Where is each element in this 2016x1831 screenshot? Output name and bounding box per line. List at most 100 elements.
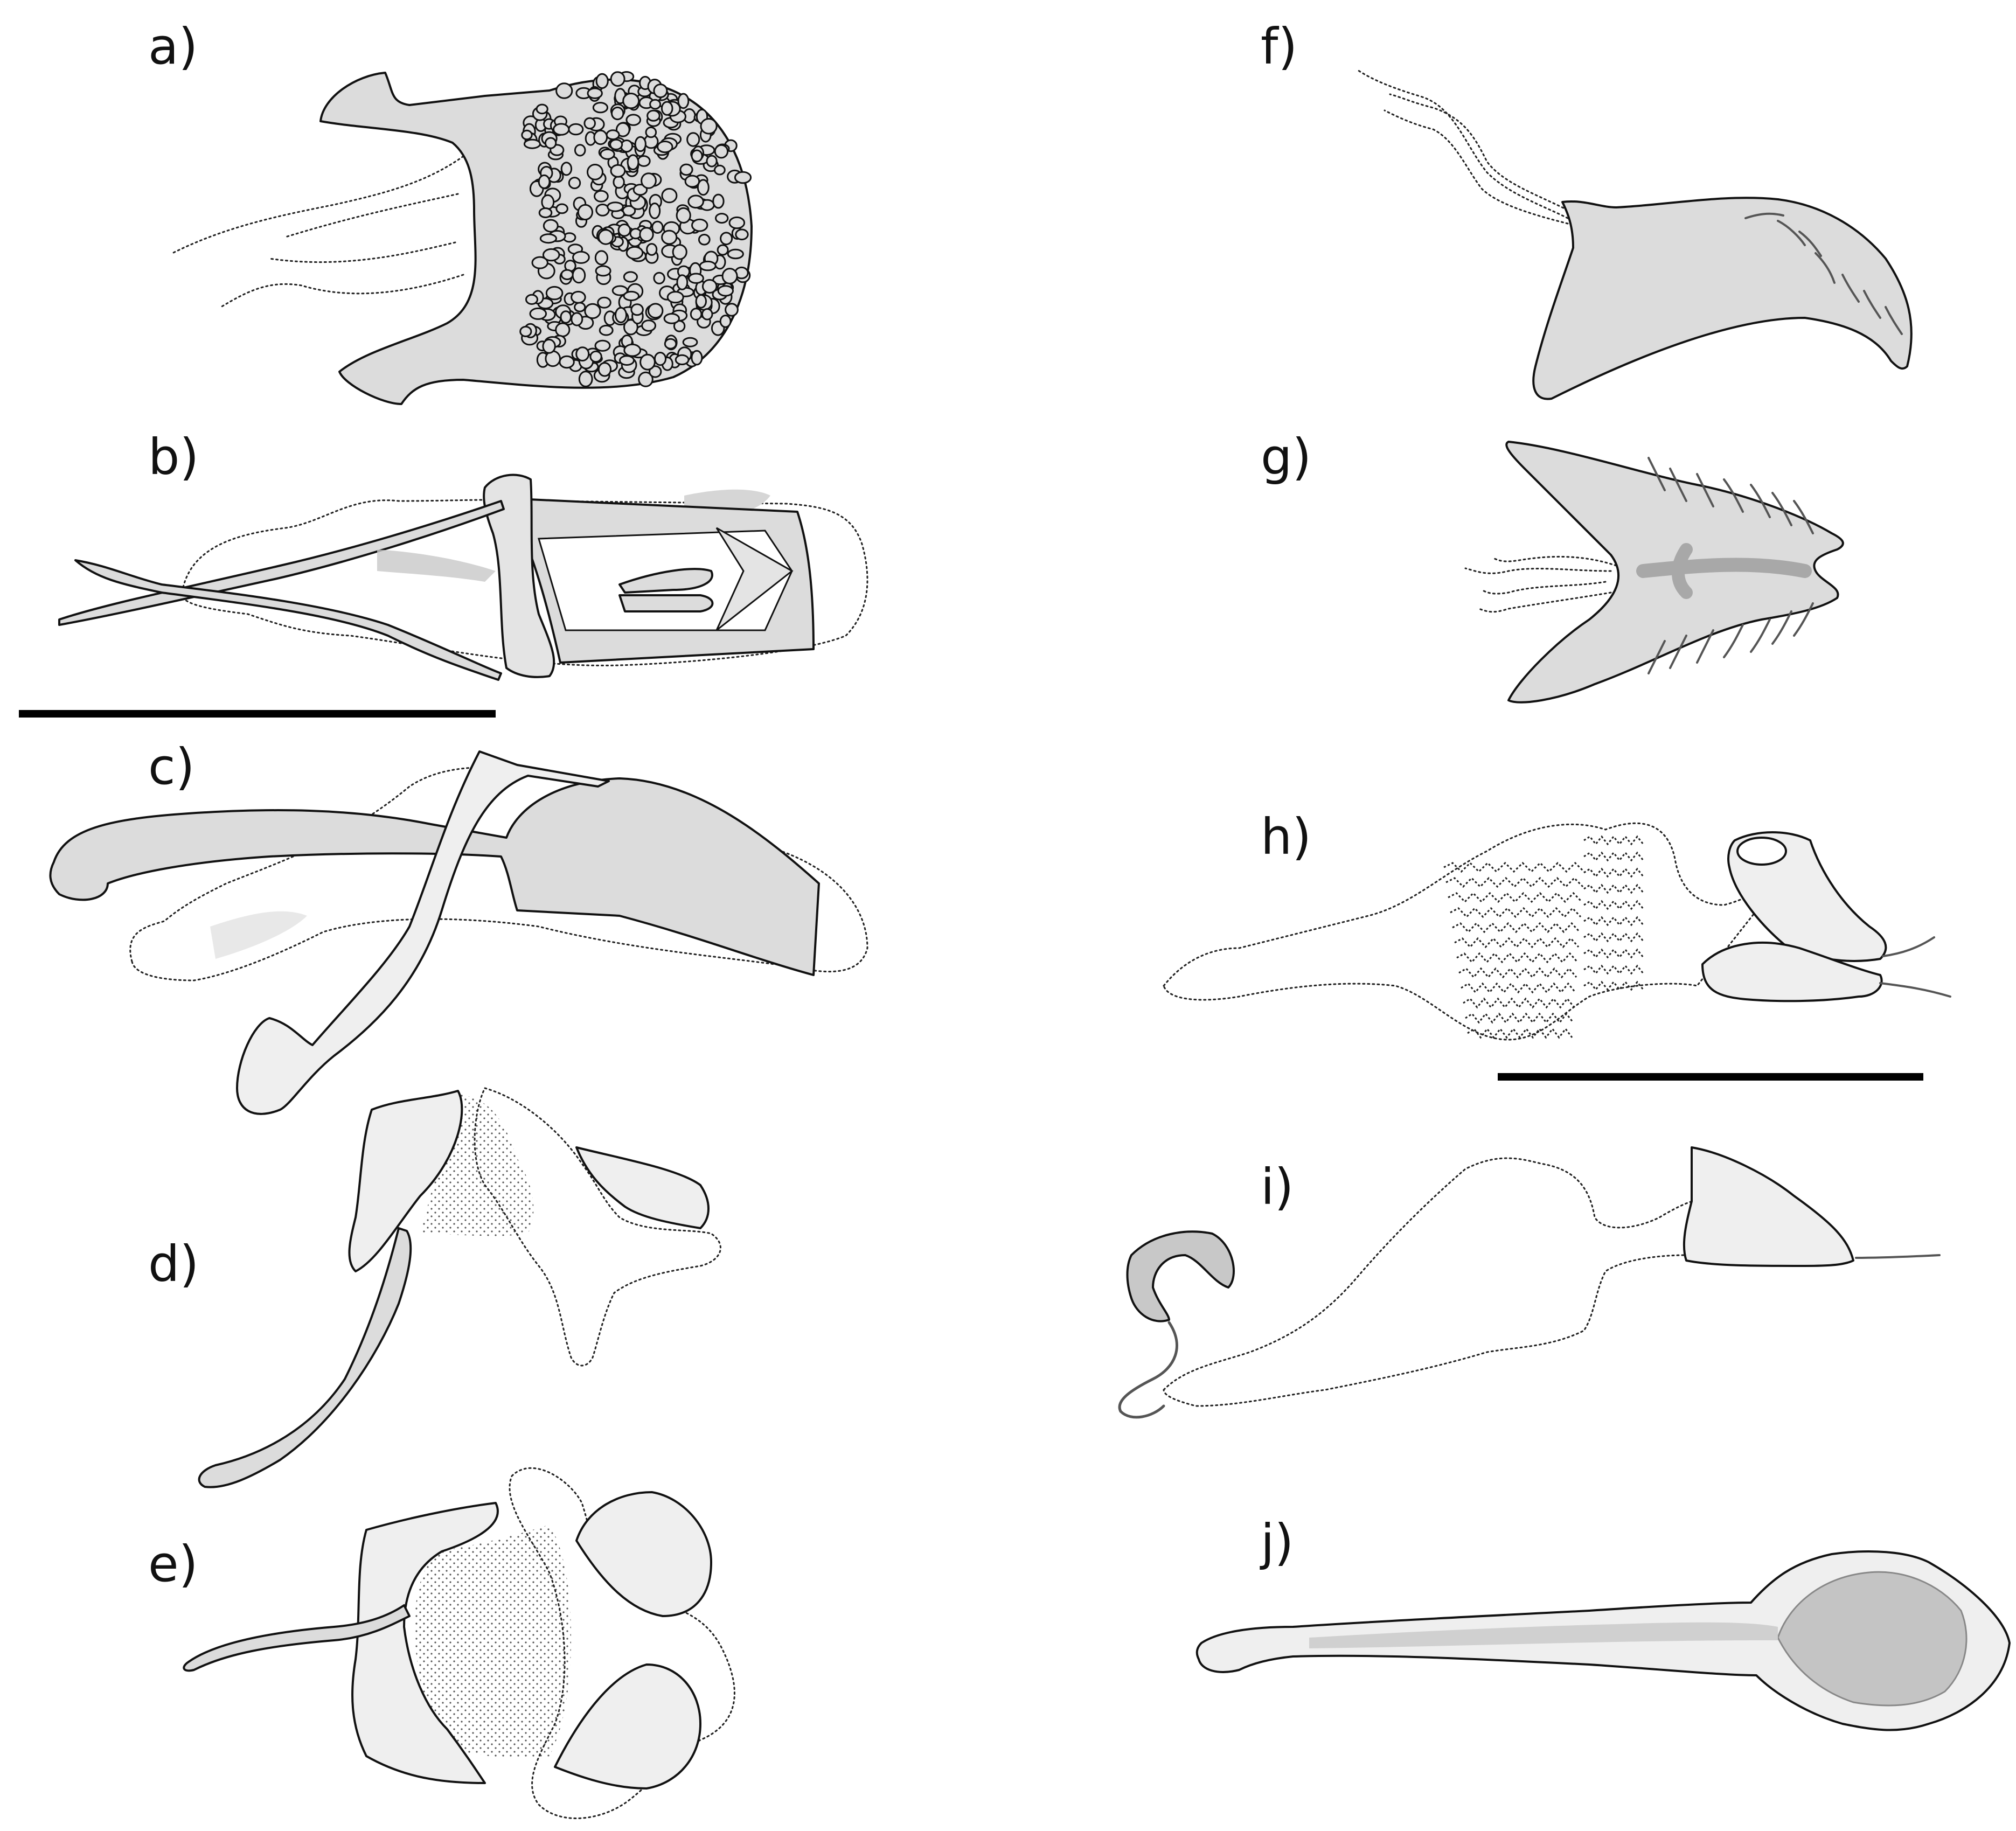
sensillum xyxy=(538,174,551,189)
sensillum xyxy=(698,234,711,246)
sensillum xyxy=(619,355,635,366)
sensillum xyxy=(697,179,710,196)
sensillum xyxy=(594,190,609,203)
sensillum xyxy=(672,244,687,260)
sensillum xyxy=(545,286,564,301)
wrinkle-line xyxy=(1583,964,1644,975)
sensillum xyxy=(639,227,654,242)
sensillum xyxy=(649,365,662,378)
scale-bar-left xyxy=(19,710,496,718)
sensillum xyxy=(663,313,680,324)
panel-h: h) xyxy=(1163,808,1951,1041)
sensillum xyxy=(572,267,586,284)
panel-b: b) xyxy=(58,428,868,681)
sensillum xyxy=(649,99,662,110)
sensillum xyxy=(606,129,620,141)
sensillum xyxy=(657,141,673,154)
panel-label-g: g) xyxy=(1261,428,1311,486)
median-ridge-g xyxy=(1636,558,1812,578)
panel-g: g) xyxy=(1261,428,1844,704)
panel-label-d: d) xyxy=(148,1235,199,1293)
sensillum xyxy=(653,271,665,284)
sensillum xyxy=(519,325,532,337)
sensillum xyxy=(632,184,648,196)
sensillum xyxy=(575,346,590,361)
sensillum xyxy=(525,294,538,305)
sensillum xyxy=(690,308,703,321)
wrinkle-line xyxy=(1583,900,1644,910)
sensillum xyxy=(574,302,586,312)
sensillum xyxy=(651,220,664,234)
sensillum xyxy=(686,132,700,147)
capsule-h-opening xyxy=(1736,837,1787,866)
sensillum xyxy=(735,228,749,241)
sensillum xyxy=(664,338,677,350)
sensillum xyxy=(555,322,571,337)
sensillum xyxy=(677,93,690,109)
sensillum xyxy=(555,82,573,99)
sensillum xyxy=(529,307,547,320)
sensillum xyxy=(620,140,634,153)
sclerite-rod-c xyxy=(236,750,610,1115)
sensillum xyxy=(610,71,625,87)
apodeme-b-lower xyxy=(618,594,714,612)
sensillum xyxy=(568,123,584,136)
sensillum xyxy=(592,102,609,114)
sensillum xyxy=(646,243,658,256)
scale-bar-right xyxy=(1498,1073,1923,1081)
sensillum xyxy=(589,350,602,363)
hook-sclerite-i xyxy=(1126,1230,1235,1322)
sensillum xyxy=(720,232,733,246)
sensillum xyxy=(625,246,644,260)
panel-label-c: c) xyxy=(148,738,194,796)
panel-label-b: b) xyxy=(148,428,199,486)
sensillum xyxy=(712,193,725,209)
sensillum xyxy=(523,138,541,149)
sensillum xyxy=(623,271,638,283)
panel-f: f) xyxy=(1261,18,1913,400)
sensillum xyxy=(543,219,559,233)
sensillum xyxy=(593,129,608,145)
wrinkle-line xyxy=(1445,876,1584,888)
panel-c: c) xyxy=(49,738,868,1115)
membrane-outline-i xyxy=(1163,1157,1720,1407)
sensillum xyxy=(559,355,575,369)
sensillum xyxy=(577,204,594,221)
sensillum xyxy=(675,354,690,366)
sensillum xyxy=(688,273,704,284)
sensillum xyxy=(610,164,626,178)
wrinkle-line xyxy=(1583,916,1644,927)
sensillum xyxy=(572,250,590,264)
sensillum xyxy=(611,106,624,121)
sensillum xyxy=(568,177,581,190)
membrane-outline-h xyxy=(1163,822,1781,1041)
wrinkle-line xyxy=(1583,948,1644,959)
membrane-outline-b xyxy=(180,499,868,666)
panel-label-j: j) xyxy=(1260,1514,1294,1571)
sensillum xyxy=(700,118,718,135)
sensillum xyxy=(583,117,596,130)
sensillum xyxy=(719,315,732,328)
sensillum xyxy=(695,294,707,309)
sensillum xyxy=(687,194,704,209)
sensillum xyxy=(661,101,673,116)
ring-sclerite xyxy=(483,474,555,678)
sensillum xyxy=(649,203,661,219)
sensillum xyxy=(539,233,558,244)
sensillum xyxy=(691,350,703,366)
sensillum xyxy=(597,362,612,377)
sensillum xyxy=(691,149,703,163)
sensillum xyxy=(679,163,693,176)
sensillum xyxy=(574,144,586,157)
sensillum xyxy=(639,353,656,371)
wrinkle-line xyxy=(1450,907,1582,918)
sensillum xyxy=(646,109,661,122)
wrinkle-line xyxy=(1583,835,1644,846)
sensillum xyxy=(653,83,668,99)
sensillum xyxy=(715,213,729,224)
wrinkle-line xyxy=(1448,892,1583,903)
panel-a-hairs xyxy=(171,155,464,308)
paramere-stylus-lower xyxy=(74,559,502,681)
lobe-e-bottom xyxy=(554,1663,701,1790)
